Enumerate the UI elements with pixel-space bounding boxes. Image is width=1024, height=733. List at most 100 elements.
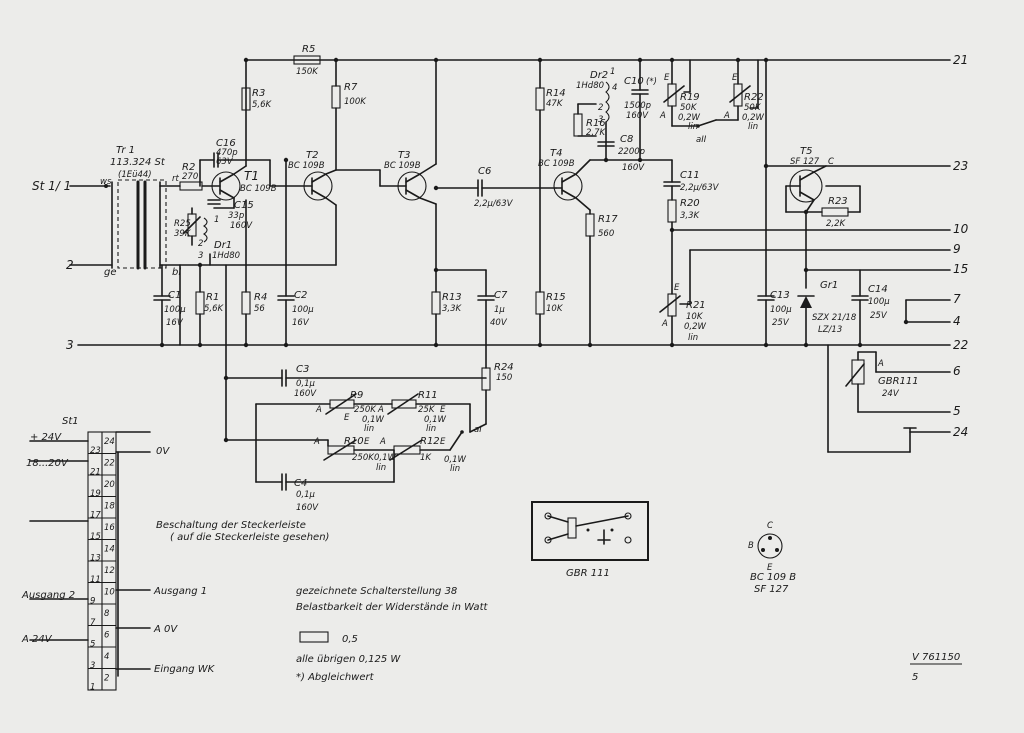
svg-text:V 761150: V 761150 — [912, 652, 960, 663]
svg-text:lin: lin — [364, 424, 374, 434]
connector-pin-number: 19 — [90, 489, 101, 499]
svg-text:R9: R9 — [350, 390, 363, 401]
resistor-r7: R7 100K — [331, 59, 367, 171]
svg-text:SF 127: SF 127 — [754, 584, 789, 595]
transistor-t2: T2 BC 109B — [288, 150, 333, 201]
transistor-pinout: C B E BC 109 B SF 127 — [748, 521, 796, 595]
svg-text:*) Abgleichwert: *) Abgleichwert — [296, 672, 375, 683]
svg-text:R2: R2 — [182, 162, 195, 173]
svg-text:LZ/13: LZ/13 — [818, 325, 842, 335]
connector-pin-number: 11 — [90, 575, 101, 585]
svg-text:BC 109B: BC 109B — [538, 159, 575, 169]
svg-text:0,2W: 0,2W — [678, 113, 701, 123]
svg-text:250K: 250K — [352, 453, 375, 463]
svg-text:56: 56 — [254, 304, 265, 314]
svg-text:C: C — [767, 521, 773, 531]
svg-text:E: E — [440, 437, 446, 447]
resistor-r24: R24 150 — [469, 362, 514, 433]
svg-text:T2: T2 — [306, 150, 318, 161]
svg-text:Belastbarkeit der Widerstände: Belastbarkeit der Widerstände in Watt — [296, 602, 488, 613]
svg-text:18...20V: 18...20V — [26, 458, 69, 469]
resistor-r4: R4 56 — [241, 199, 267, 346]
capacitor-c4: C4 0,1µ 160V — [281, 449, 395, 513]
connector-pin-number: 5 — [90, 640, 95, 650]
svg-text:C: C — [828, 157, 834, 167]
svg-text:A 0V: A 0V — [153, 624, 178, 635]
svg-text:3: 3 — [598, 115, 603, 125]
svg-text:SZX 21/18: SZX 21/18 — [812, 313, 857, 323]
resistor-r1: R1 5,6K — [195, 264, 225, 346]
svg-text:5,6K: 5,6K — [252, 100, 273, 110]
connector-pin-number: 12 — [104, 566, 115, 576]
svg-text:Dr1: Dr1 — [214, 240, 232, 251]
svg-text:St1: St1 — [62, 416, 79, 427]
connector-pin-number: 9 — [90, 597, 95, 607]
svg-text:16V: 16V — [166, 318, 184, 328]
svg-text:(1Eü44): (1Eü44) — [118, 170, 152, 180]
terminal-24: 24 — [953, 425, 968, 439]
capacitor-c7: C7 1µ 40V — [435, 269, 508, 369]
svg-text:2: 2 — [598, 103, 603, 113]
potentiometer-r12: R12 1K 0,1W lin A E — [379, 431, 467, 474]
svg-text:Tr 1: Tr 1 — [116, 145, 135, 156]
relay-gbr111: A GBR111 24V — [827, 344, 951, 453]
transistor-t5: T5 SF 127 C — [789, 146, 834, 203]
terminal-23: 23 — [953, 159, 968, 173]
capacitor-c11: C11 2,2µ/63V — [639, 159, 720, 201]
svg-text:270: 270 — [182, 172, 198, 182]
svg-text:C7: C7 — [494, 290, 508, 301]
svg-text:2,2K: 2,2K — [826, 219, 847, 229]
svg-text:C13: C13 — [770, 290, 790, 301]
svg-text:0,1µ: 0,1µ — [296, 490, 316, 500]
capacitor-c3: C3 0,1µ 160V — [281, 364, 487, 399]
svg-text:33p: 33p — [228, 211, 244, 221]
svg-text:E: E — [664, 73, 670, 83]
svg-text:R15: R15 — [546, 292, 566, 303]
svg-text:0,1W: 0,1W — [444, 455, 467, 465]
svg-text:Gr1: Gr1 — [820, 280, 838, 291]
svg-text:0V: 0V — [156, 446, 170, 457]
svg-text:E: E — [732, 73, 738, 83]
svg-text:40V: 40V — [490, 318, 508, 328]
svg-text:bl: bl — [172, 267, 181, 278]
svg-text:lin: lin — [688, 333, 698, 343]
svg-text:160V: 160V — [294, 389, 317, 399]
svg-text:C6: C6 — [478, 166, 491, 177]
svg-text:C15: C15 — [234, 200, 254, 211]
capacitor-c6: C6 2,2µ/63V — [435, 166, 557, 209]
svg-text:Beschaltung der Steckerleiste: Beschaltung der Steckerleiste — [156, 520, 306, 531]
svg-text:160V: 160V — [626, 111, 649, 121]
svg-text:C10: C10 — [624, 76, 644, 87]
transformer-tr1: Tr 1 113.324 St (1Eü44) ws ge bl rt — [100, 145, 181, 346]
svg-text:rt: rt — [172, 174, 179, 184]
terminal-10: 10 — [953, 222, 969, 236]
resistor-r13: R13 3,3K — [431, 291, 463, 346]
svg-text:4: 4 — [612, 83, 617, 93]
svg-text:250K: 250K — [354, 405, 377, 415]
svg-text:150K: 150K — [296, 67, 319, 77]
svg-text:63V: 63V — [216, 157, 234, 167]
svg-text:A: A — [661, 319, 668, 329]
svg-text:3,3K: 3,3K — [680, 211, 701, 221]
capacitor-c1: C1 100µ 16V — [153, 264, 186, 346]
connector-pin-number: 6 — [104, 630, 110, 640]
svg-text:C14: C14 — [868, 284, 888, 295]
svg-text:T4: T4 — [550, 148, 562, 159]
connector-pin-number: 17 — [90, 511, 101, 521]
svg-text:2: 2 — [198, 239, 203, 249]
svg-text:470p: 470p — [216, 148, 238, 158]
svg-text:gezeichnete Schalterstellung: gezeichnete Schalterstellung 38 — [296, 586, 457, 597]
terminal-7: 7 — [953, 292, 961, 306]
resistor-r15: R15 10K — [535, 291, 566, 346]
resistor-r14: R14 47K — [535, 59, 566, 293]
svg-text:3: 3 — [198, 251, 203, 261]
svg-text:2200p: 2200p — [618, 147, 645, 157]
svg-text:A 24V: A 24V — [21, 634, 53, 645]
connector-strip-st1: St1 242322212019181716151413121110987654… — [21, 416, 216, 693]
svg-text:10K: 10K — [546, 304, 564, 314]
svg-text:BC 109 B: BC 109 B — [750, 572, 796, 583]
connector-pin-number: 4 — [104, 652, 109, 662]
svg-text:C8: C8 — [620, 134, 633, 145]
svg-text:R4: R4 — [254, 292, 267, 303]
